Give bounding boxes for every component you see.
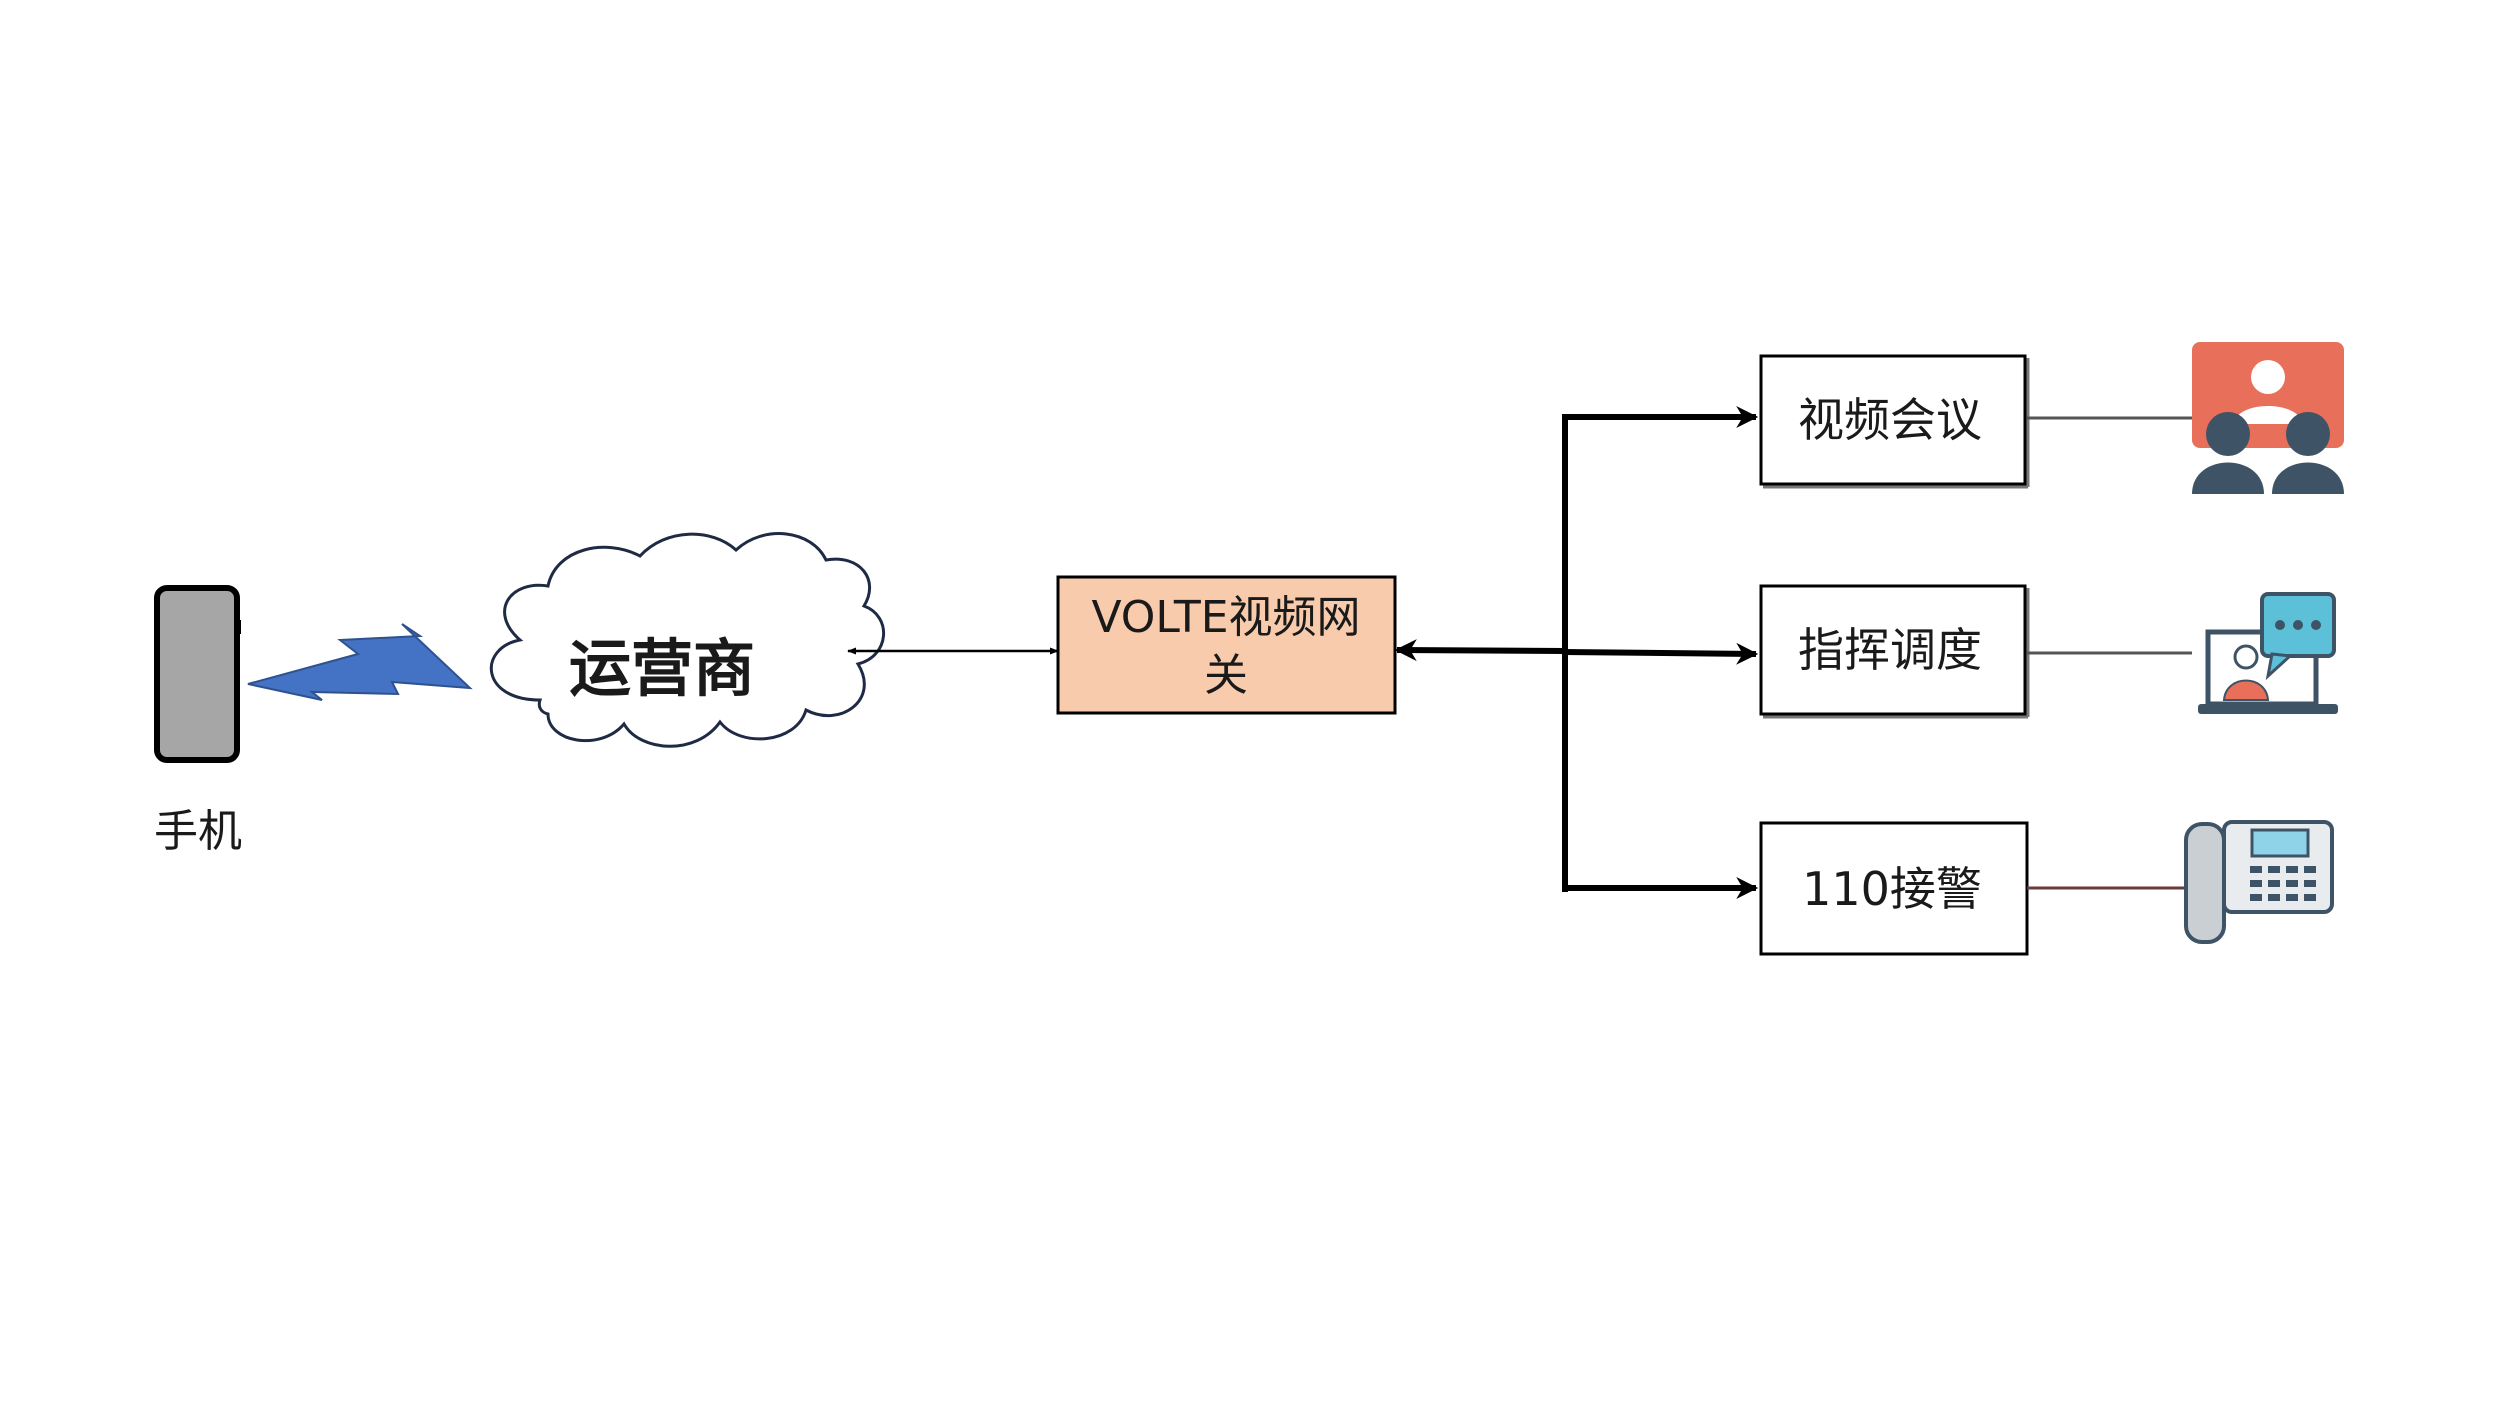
branch-box-110: [1759, 821, 2029, 956]
command-dispatch-icon: [2198, 592, 2338, 714]
gateway-box: [1056, 575, 1397, 715]
phone-icon: [154, 585, 241, 763]
video-conference-icon: [2192, 342, 2344, 494]
gateway-bus-link: [1394, 639, 1566, 662]
desk-phone-icon: [2184, 820, 2334, 944]
branch-label-dispatch: 指挥调度: [1798, 623, 1982, 677]
gateway-label-line2: 关: [1204, 650, 1248, 701]
branch-arrow-dispatch: [1562, 642, 1759, 665]
cloud-icon: [489, 532, 886, 748]
branch-label-110: 110接警: [1802, 862, 1982, 916]
gateway-label-line1: VOLTE视频网: [1091, 592, 1360, 643]
carrier-label: 运营商: [569, 632, 755, 705]
phone-label: 手机: [154, 806, 242, 857]
branch-box-dispatch: [1759, 584, 2030, 719]
wireless-signal-icon: [247, 623, 473, 701]
branch-box-conference: [1759, 354, 2030, 489]
branch-label-conference: 视频会议: [1798, 393, 1982, 447]
